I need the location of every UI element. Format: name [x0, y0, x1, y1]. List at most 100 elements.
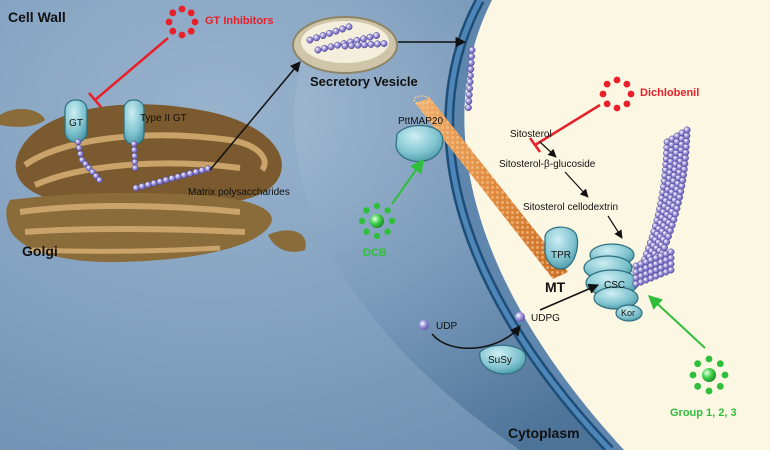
golgi-label: Golgi — [22, 243, 58, 259]
dichlobenil-label: Dichlobenil — [640, 87, 699, 99]
secretory-vesicle-label: Secretory Vesicle — [310, 74, 418, 89]
polysaccharide-bead — [466, 78, 474, 86]
vesicle-bead-chains — [306, 23, 388, 54]
group-123-label: Group 1, 2, 3 — [670, 407, 737, 419]
gt-inhibitors-icon — [165, 5, 199, 39]
ring-dot — [373, 202, 381, 210]
deposited-polysaccharide-chain — [464, 46, 476, 112]
susy-label: SuSy — [488, 355, 512, 366]
polysaccharide-bead — [74, 138, 82, 146]
polysaccharide-bead — [374, 40, 381, 48]
dichlobenil-inhibition-line — [534, 103, 601, 147]
cellulose-bead — [667, 260, 675, 268]
polysaccharide-bead — [367, 40, 375, 48]
polysaccharide-bead — [466, 84, 474, 92]
polysaccharide-bead — [341, 42, 349, 50]
pttmap20-protein — [395, 124, 444, 163]
ring-dot — [603, 80, 611, 88]
matrix-polysaccharide-chain — [132, 165, 212, 192]
polysaccharide-bead — [130, 140, 138, 148]
polysaccharide-bead — [77, 150, 84, 158]
ring-dot — [689, 371, 697, 379]
ring-dot — [358, 217, 366, 225]
polysaccharide-bead — [380, 40, 388, 48]
ring-dot — [363, 207, 370, 214]
ring-dot — [373, 232, 381, 240]
ring-dot — [603, 100, 611, 108]
cellulose-microfibril — [632, 126, 691, 288]
polysaccharide-bead — [186, 170, 194, 178]
tpr-protein — [544, 226, 579, 270]
center-ball — [702, 368, 716, 382]
polysaccharide-bead — [156, 178, 164, 186]
susy-protein — [479, 344, 527, 375]
polysaccharide-bead — [306, 36, 314, 44]
polysaccharide-bead — [314, 46, 322, 54]
polysaccharide-bead — [466, 72, 474, 80]
polysaccharide-bead — [174, 173, 182, 181]
tpr-label: TPR — [551, 250, 571, 261]
polysaccharide-bead — [327, 43, 335, 51]
ring-dot — [705, 387, 713, 395]
polysaccharide-bead — [326, 29, 333, 37]
sitosterol-glucoside-label: Sitosterol-β-glucoside — [499, 159, 596, 170]
ring-dot — [384, 207, 391, 214]
polysaccharide-bead — [468, 46, 476, 54]
polysaccharide-bead — [131, 164, 139, 172]
center-ball — [370, 214, 384, 228]
ring-dot — [165, 18, 173, 26]
group-123-icon — [689, 355, 729, 395]
udp-molecule — [419, 320, 429, 330]
polysaccharide-bead — [321, 44, 328, 52]
polysaccharide-bead — [131, 158, 139, 166]
polysaccharide-bead — [465, 91, 473, 99]
polysaccharide-bead — [464, 104, 472, 112]
polysaccharide-bead — [361, 41, 368, 49]
ring-dot — [178, 31, 186, 39]
polysaccharide-bead — [138, 182, 146, 190]
golgi-to-vesicle-arrow — [209, 61, 301, 171]
cellulose-bead — [674, 199, 682, 207]
cellulose-bead — [679, 176, 687, 184]
ring-dot — [705, 355, 713, 363]
ring-dot — [169, 27, 177, 35]
matrix-polysaccharides-label: Matrix polysaccharides — [188, 187, 290, 198]
polysaccharide-bead — [75, 144, 83, 152]
cellulose-bead — [667, 254, 675, 262]
udpg-label: UDPG — [531, 313, 560, 324]
polysaccharide-bead — [162, 176, 170, 184]
sitosterol-glucoside-arrow — [564, 171, 589, 198]
type-ii-gt-bead-chain — [130, 140, 139, 172]
cell-wall-label: Cell Wall — [8, 9, 66, 25]
ring-dot — [178, 5, 186, 13]
polysaccharide-bead — [96, 176, 103, 184]
ring-dot — [599, 90, 607, 98]
csc-label: CSC — [604, 280, 625, 291]
cellulose-bead — [678, 182, 686, 190]
polysaccharide-bead — [366, 33, 374, 41]
ring-dot — [169, 9, 177, 17]
ring-dot — [623, 100, 631, 108]
gt-inhibitors-label: GT Inhibitors — [205, 15, 273, 27]
polysaccharide-bead — [339, 25, 346, 33]
mt-label: MT — [545, 279, 566, 295]
polysaccharide-bead — [467, 59, 475, 67]
cellulose-bead — [667, 248, 675, 256]
ring-dot — [613, 104, 621, 112]
udpg-to-csc-arrow — [539, 283, 599, 311]
ring-dot — [384, 228, 391, 235]
microtubule — [413, 95, 568, 279]
ring-dot — [716, 382, 724, 390]
golgi-apparatus — [0, 104, 306, 262]
kor-label: Kor — [621, 308, 635, 318]
gt-inhibition-line — [94, 37, 169, 101]
polysaccharide-bead — [150, 179, 158, 187]
ring-dot — [191, 18, 199, 26]
group-123-arrow — [647, 295, 706, 349]
ring-dot — [388, 217, 396, 225]
polysaccharide-bead — [345, 23, 353, 31]
csc-complex — [583, 243, 639, 310]
polysaccharide-bead — [334, 41, 341, 49]
